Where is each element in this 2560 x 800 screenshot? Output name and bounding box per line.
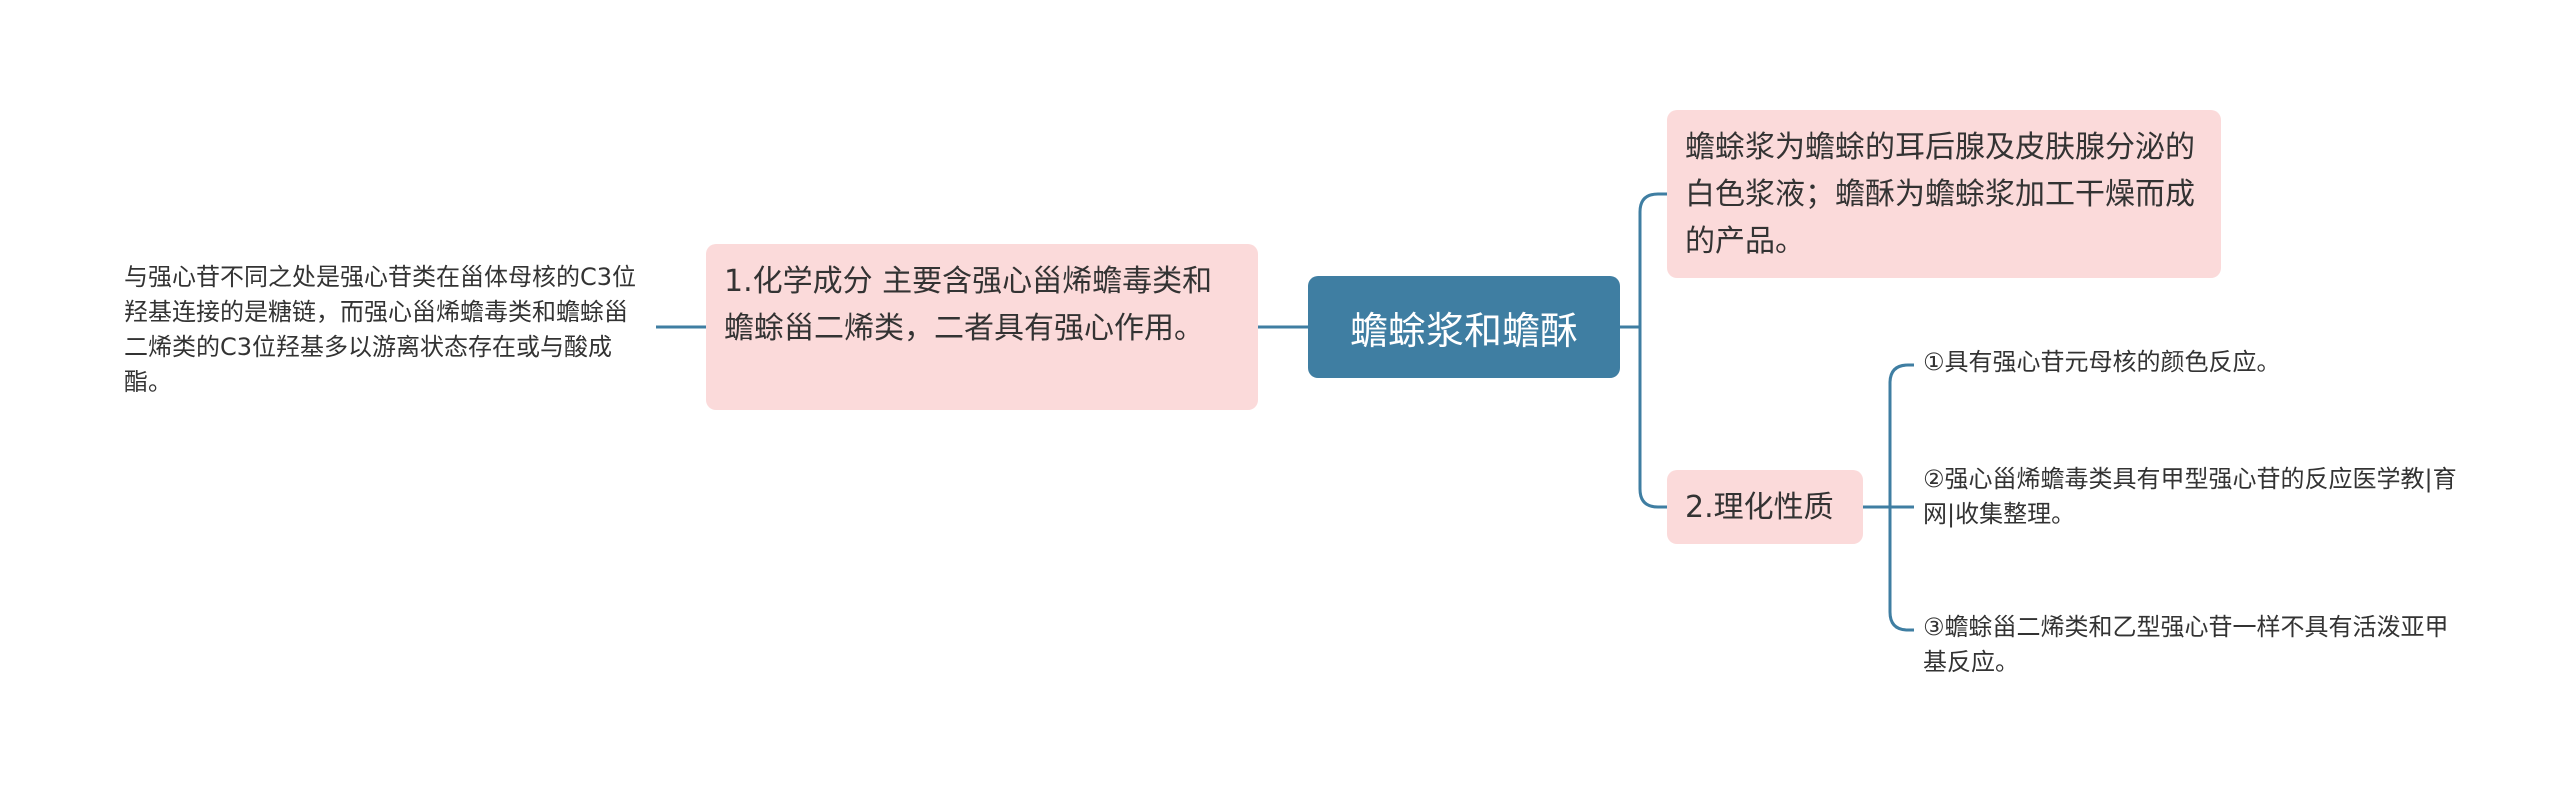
- connector-to-property-3: [1888, 507, 1914, 632]
- topic-properties-label: 2.理化性质: [1685, 489, 1834, 525]
- subtopic-property-3[interactable]: ③蟾蜍甾二烯类和乙型强心苷一样不具有活泼亚甲基反应。: [1923, 610, 2463, 680]
- subtopic-property-2[interactable]: ②强心甾烯蟾毒类具有甲型强心苷的反应医学教|育网|收集整理。: [1923, 462, 2463, 532]
- subtopic-property-3-label: ③蟾蜍甾二烯类和乙型强心苷一样不具有活泼亚甲基反应。: [1923, 613, 2449, 676]
- subtopic-property-1[interactable]: ①具有强心苷元母核的颜色反应。: [1923, 345, 2463, 380]
- subtopic-composition-note[interactable]: 与强心苷不同之处是强心苷类在甾体母核的C3位羟基连接的是糖链，而强心甾烯蟾毒类和…: [124, 260, 644, 400]
- topic-definition-label: 蟾蜍浆为蟾蜍的耳后腺及皮肤腺分泌的白色浆液；蟾酥为蟾蜍浆加工干燥而成的产品。: [1685, 130, 2195, 259]
- topic-properties[interactable]: 2.理化性质: [1667, 470, 1863, 544]
- connector-to-definition: [1638, 192, 1667, 327]
- subtopic-property-1-label: ①具有强心苷元母核的颜色反应。: [1923, 348, 2281, 376]
- topic-definition[interactable]: 蟾蜍浆为蟾蜍的耳后腺及皮肤腺分泌的白色浆液；蟾酥为蟾蜍浆加工干燥而成的产品。: [1667, 110, 2221, 278]
- root-topic-label: 蟾蜍浆和蟾酥: [1349, 308, 1578, 353]
- subtopic-property-2-label: ②强心甾烯蟾毒类具有甲型强心苷的反应医学教|育网|收集整理。: [1923, 465, 2457, 528]
- root-topic[interactable]: 蟾蜍浆和蟾酥: [1308, 276, 1620, 378]
- topic-composition[interactable]: 1.化学成分 主要含强心甾烯蟾毒类和蟾蜍甾二烯类，二者具有强心作用。: [706, 244, 1258, 410]
- connector-to-properties: [1638, 327, 1667, 509]
- topic-composition-label: 1.化学成分 主要含强心甾烯蟾毒类和蟾蜍甾二烯类，二者具有强心作用。: [724, 264, 1213, 346]
- subtopic-composition-note-label: 与强心苷不同之处是强心苷类在甾体母核的C3位羟基连接的是糖链，而强心甾烯蟾毒类和…: [124, 263, 637, 396]
- connector-to-property-1: [1888, 363, 1914, 507]
